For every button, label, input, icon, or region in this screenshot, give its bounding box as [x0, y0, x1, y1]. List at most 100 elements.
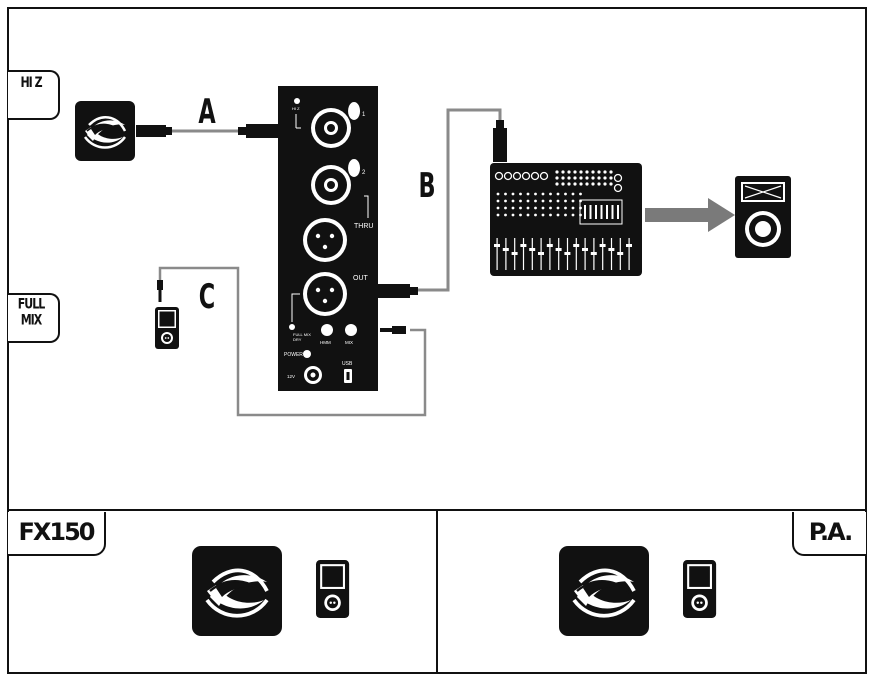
- mixer-channel-knob[interactable]: [496, 192, 500, 196]
- mixer-channel-knob[interactable]: [556, 199, 560, 203]
- mixer-eq-knob[interactable]: [609, 170, 613, 174]
- mixer-channel-knob[interactable]: [549, 213, 552, 217]
- mixer-eq-knob[interactable]: [591, 176, 595, 180]
- mixer-channel-knob[interactable]: [526, 192, 530, 196]
- mixer-fader-cap[interactable]: [590, 252, 597, 255]
- mixer-eq-knob[interactable]: [567, 170, 571, 174]
- mixer-channel-knob[interactable]: [541, 199, 545, 203]
- mixer-channel-knob[interactable]: [549, 206, 552, 210]
- mixer-graphic-eq-fader[interactable]: [611, 205, 614, 219]
- mixer-fader-track[interactable]: [522, 238, 525, 270]
- mixer-eq-knob[interactable]: [573, 182, 577, 186]
- mixer-eq-knob[interactable]: [561, 182, 565, 186]
- mixer-channel-knob[interactable]: [504, 206, 507, 210]
- mixer-graphic-eq-fader[interactable]: [600, 205, 603, 219]
- mixer-channel-knob[interactable]: [564, 192, 567, 196]
- mixer-channel-knob[interactable]: [496, 199, 500, 203]
- mixer-eq-knob[interactable]: [585, 170, 589, 174]
- mixer-fader-track[interactable]: [531, 238, 533, 270]
- mixer-fader-track[interactable]: [505, 238, 507, 270]
- mixer-channel-knob[interactable]: [496, 213, 500, 217]
- mixer-channel-knob[interactable]: [511, 206, 515, 210]
- mix-knob[interactable]: [345, 324, 357, 336]
- mixer-channel-knob[interactable]: [504, 213, 507, 217]
- mixer-fader-cap[interactable]: [520, 244, 527, 247]
- mixer-fader-cap[interactable]: [582, 248, 588, 251]
- mixer-eq-knob[interactable]: [567, 176, 571, 180]
- mixer-eq-knob[interactable]: [609, 176, 613, 180]
- hmm-knob[interactable]: [321, 324, 333, 336]
- mixer-fader-track[interactable]: [602, 238, 604, 270]
- mixer-channel-knob[interactable]: [519, 213, 522, 217]
- mixer-channel-knob[interactable]: [541, 213, 545, 217]
- mixer-input-knob[interactable]: [512, 171, 522, 181]
- mixer-eq-knob[interactable]: [597, 182, 601, 186]
- mixer-channel-knob[interactable]: [541, 192, 545, 196]
- mixer-fader-cap[interactable]: [555, 248, 562, 251]
- mixer-fader-track[interactable]: [610, 238, 613, 270]
- mixer-eq-knob[interactable]: [585, 182, 589, 186]
- mixer-eq-knob[interactable]: [591, 170, 595, 174]
- mixer-channel-knob[interactable]: [519, 199, 522, 203]
- mixer-channel-knob[interactable]: [541, 206, 545, 210]
- mixer-input-knob[interactable]: [521, 171, 531, 181]
- mixer-eq-knob[interactable]: [579, 182, 583, 186]
- mixer-channel-knob[interactable]: [571, 199, 575, 203]
- mixer-channel-knob[interactable]: [519, 192, 522, 196]
- mixer-fader-cap[interactable]: [608, 248, 615, 251]
- mixer-eq-knob[interactable]: [591, 182, 595, 186]
- mixer-eq-knob[interactable]: [609, 182, 613, 186]
- mixer-channel-knob[interactable]: [556, 213, 560, 217]
- mixer-eq-knob[interactable]: [555, 176, 559, 180]
- mixer-eq-knob[interactable]: [579, 170, 583, 174]
- mixer-channel-knob[interactable]: [504, 199, 507, 203]
- mixer-channel-knob[interactable]: [564, 213, 567, 217]
- mixer-eq-knob[interactable]: [597, 170, 601, 174]
- mixer-fader-cap[interactable]: [511, 252, 518, 255]
- mixer-fader-cap[interactable]: [617, 252, 624, 255]
- mixer-fader-cap[interactable]: [599, 244, 606, 247]
- mixer-fader-cap[interactable]: [546, 244, 553, 247]
- mixer-channel-knob[interactable]: [564, 199, 567, 203]
- mixer-fader-cap[interactable]: [494, 244, 500, 247]
- mixer-channel-knob[interactable]: [549, 192, 552, 196]
- hiz-tab[interactable]: HI Z: [8, 70, 60, 120]
- mixer-channel-knob[interactable]: [549, 199, 552, 203]
- mixer-fader-track[interactable]: [584, 238, 586, 270]
- mixer-fader-cap[interactable]: [564, 252, 571, 255]
- mixer-graphic-eq-fader[interactable]: [617, 205, 619, 219]
- mixer-input-knob[interactable]: [539, 171, 549, 181]
- mixer-channel-knob[interactable]: [534, 206, 537, 210]
- mixer-eq-knob[interactable]: [603, 182, 607, 186]
- power-button[interactable]: [303, 350, 311, 358]
- mixer-eq-knob[interactable]: [555, 170, 559, 174]
- mixer-master-knob[interactable]: [613, 183, 623, 193]
- mixer-channel-knob[interactable]: [534, 213, 537, 217]
- mixer-eq-knob[interactable]: [573, 170, 577, 174]
- full-mix-switch[interactable]: [289, 324, 295, 330]
- mixer-eq-knob[interactable]: [555, 182, 559, 186]
- mixer-eq-knob[interactable]: [603, 176, 607, 180]
- mixer-channel-knob[interactable]: [526, 199, 530, 203]
- mixer-channel-knob[interactable]: [534, 199, 537, 203]
- mixer-fader-track[interactable]: [628, 238, 630, 270]
- mixer-fader-cap[interactable]: [573, 244, 580, 247]
- mixer-channel-knob[interactable]: [511, 192, 515, 196]
- full-mix-tab[interactable]: FULL MIX: [8, 293, 60, 343]
- mixer-channel-knob[interactable]: [534, 192, 537, 196]
- mixer-graphic-eq-fader[interactable]: [595, 205, 597, 219]
- mixer-eq-knob[interactable]: [585, 176, 589, 180]
- mixer-channel-knob[interactable]: [564, 206, 567, 210]
- mixer-fader-cap[interactable]: [529, 248, 536, 251]
- mixer-graphic-eq-fader[interactable]: [606, 205, 608, 219]
- mixer-fader-cap[interactable]: [502, 248, 509, 251]
- mixer-graphic-eq-fader[interactable]: [584, 205, 586, 219]
- mixer-graphic-eq-fader[interactable]: [589, 205, 592, 219]
- mixer-channel-knob[interactable]: [556, 206, 560, 210]
- mixer-eq-knob[interactable]: [561, 176, 565, 180]
- mixer-eq-knob[interactable]: [597, 176, 601, 180]
- mixer-channel-knob[interactable]: [526, 206, 530, 210]
- mixer-eq-knob[interactable]: [573, 176, 577, 180]
- mixer-fader-cap[interactable]: [626, 244, 632, 247]
- mixer-eq-knob[interactable]: [579, 176, 583, 180]
